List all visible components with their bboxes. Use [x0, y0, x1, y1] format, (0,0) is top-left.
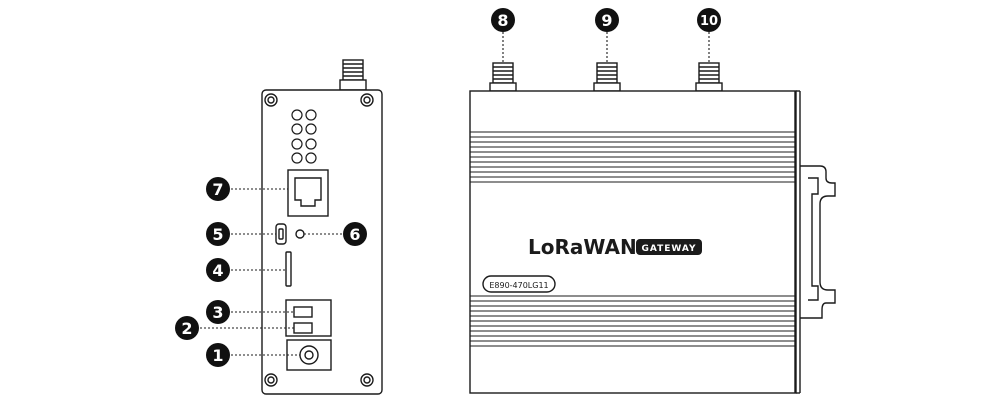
gateway-badge-text: GATEWAY	[641, 244, 696, 254]
callout-4: 4	[206, 258, 230, 282]
model-label: E890-470LG11	[489, 281, 548, 290]
brand-name: LoRaWAN	[528, 235, 637, 259]
callout-10: 10	[697, 8, 721, 32]
end-panel-antenna-icon	[339, 59, 367, 91]
callout-2: 2	[175, 316, 199, 340]
svg-text:4: 4	[212, 261, 223, 280]
svg-text:8: 8	[497, 11, 508, 30]
svg-text:2: 2	[181, 319, 192, 338]
leader-lines-top	[502, 32, 710, 63]
leader-lines-left	[200, 188, 342, 356]
svg-text:3: 3	[212, 303, 223, 322]
antenna-8-icon	[489, 62, 517, 92]
enclosure-body	[469, 90, 797, 394]
svg-text:5: 5	[212, 225, 223, 244]
terminal-block-icon	[285, 299, 332, 337]
svg-text:1: 1	[212, 346, 223, 365]
gateway-top-view	[469, 62, 836, 394]
svg-text:6: 6	[349, 225, 360, 244]
callout-3: 3	[206, 300, 230, 324]
callout-6: 6	[343, 222, 367, 246]
gateway-badge	[636, 239, 702, 255]
sim-slot-icon	[285, 251, 292, 287]
callout-7: 7	[206, 177, 230, 201]
usb-port-icon	[275, 223, 287, 245]
end-panel-view	[261, 59, 383, 395]
ethernet-port-icon	[287, 169, 329, 217]
callout-9: 9	[595, 8, 619, 32]
antenna-10-icon	[695, 62, 723, 92]
svg-text:10: 10	[700, 14, 718, 29]
callout-5: 5	[206, 222, 230, 246]
svg-text:7: 7	[212, 180, 223, 199]
svg-text:9: 9	[601, 11, 612, 30]
callout-8: 8	[491, 8, 515, 32]
antenna-9-icon	[593, 62, 621, 92]
screw-icon	[264, 93, 374, 387]
vent-holes	[291, 109, 317, 164]
din-rail-clip	[800, 165, 836, 319]
bottom-cooling-fins	[470, 295, 795, 347]
model-label-frame	[482, 275, 556, 293]
top-cooling-fins	[470, 131, 795, 183]
callout-1: 1	[206, 343, 230, 367]
power-jack-icon	[286, 339, 332, 371]
